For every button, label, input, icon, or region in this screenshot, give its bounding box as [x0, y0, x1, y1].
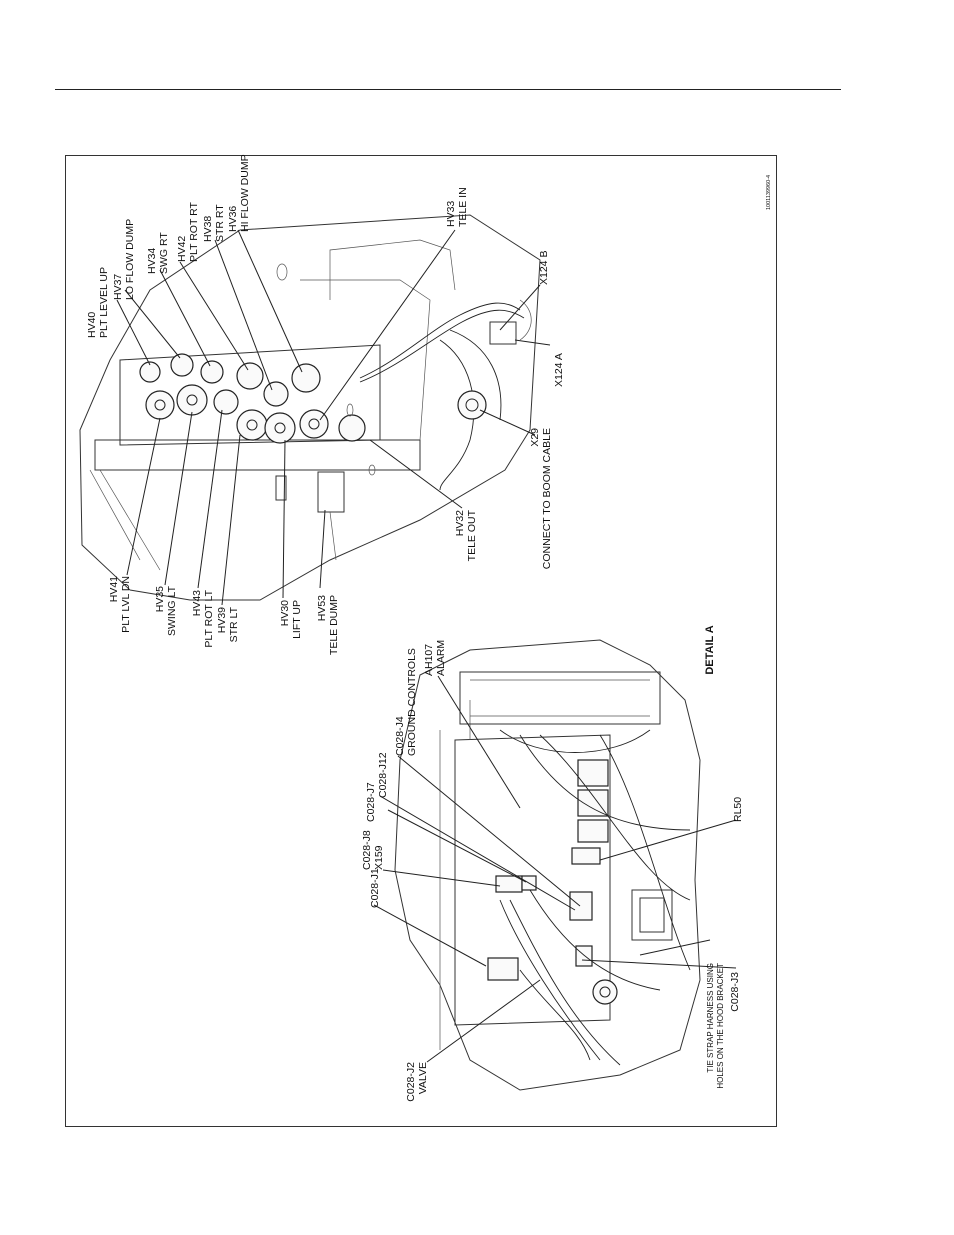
ground-control-view: [394, 639, 701, 1091]
connector-c028-j1: [487, 957, 519, 981]
coil-hv41: [145, 390, 175, 420]
coil-hv43: [213, 389, 239, 415]
detail-title: DETAIL A: [704, 625, 716, 674]
label-hv41: HV41PLT LVL DN: [108, 576, 132, 633]
label-x124a: X124 A: [553, 353, 565, 387]
connector-c028-j12: [569, 891, 593, 921]
label-hv40: HV40PLT LEVEL UP: [86, 267, 110, 338]
coil-hv35: [176, 384, 208, 416]
label-rl50: RL50: [732, 797, 744, 822]
figure-code: 1001139960-4: [766, 175, 772, 210]
coil-hv36: [291, 363, 321, 393]
lower-view-outline: [394, 639, 701, 1091]
label-c028j12: C028-J12: [377, 752, 389, 798]
label-hv32: HV32TELE OUT: [454, 509, 478, 561]
label-hv37: HV37LO FLOW DUMP: [112, 219, 136, 300]
lower-leaders: [373, 675, 737, 1063]
coil-hv33: [299, 409, 329, 439]
coil-hv34: [200, 360, 224, 384]
harness-upper: [359, 302, 521, 379]
control-box-panel: [454, 734, 611, 1026]
label-c028j7: C028-J7: [365, 782, 377, 822]
header-rule: [55, 89, 841, 90]
ground-controls-box: [459, 671, 661, 725]
label-tie-strap-note: TIE STRAP HARNESS USINGHOLES ON THE HOOD…: [706, 963, 725, 1089]
label-hv53: HV53TELE DUMP: [316, 595, 340, 655]
label-c028j2: C028-J2VALVE: [405, 1062, 429, 1102]
connector-c028-j3: [575, 945, 593, 967]
connector-hv53: [317, 471, 345, 513]
label-hv34: HV34SWG RT: [146, 232, 170, 274]
coil-hv37: [170, 353, 194, 377]
coil-hv38: [263, 381, 289, 407]
coil-hv30: [264, 412, 296, 444]
label-c028j3: C028-J3: [729, 972, 741, 1012]
coil-hv42: [236, 362, 264, 390]
label-c028j1: C028-J1: [369, 868, 381, 908]
upper-view-outline: [79, 214, 541, 601]
coil-hv40: [139, 361, 161, 383]
label-hv39: HV39STR LT: [216, 606, 240, 642]
label-ah107: AH107ALARM: [423, 640, 447, 676]
connector-x29: [457, 390, 487, 420]
mounting-plate: [94, 439, 421, 471]
valve-block-view: [79, 214, 541, 601]
coil-hv32: [338, 414, 366, 442]
label-x29: X29CONNECT TO BOOM CABLE: [529, 428, 553, 569]
label-hv42: HV42PLT ROT RT: [176, 202, 200, 262]
label-hv43: HV43PLT ROT LT: [191, 589, 215, 647]
connector-x124: [489, 321, 517, 345]
harness-lower: [499, 729, 651, 753]
label-c028j4: C028-J4GROUND CONTROLS: [394, 648, 418, 756]
valve-manifold: [119, 344, 381, 446]
label-hv38: HV38STR RT: [202, 204, 226, 242]
relay-rl50: [571, 847, 601, 865]
coil-hv39: [236, 409, 268, 441]
upper-leaders: [116, 229, 551, 606]
label-hv36: HV36HI FLOW DUMP: [227, 154, 251, 232]
label-hv30: HV30LIFT UP: [279, 600, 303, 639]
label-c028j8: C028-J8X159: [361, 830, 385, 870]
label-hv35: HV35SWING LT: [154, 585, 178, 636]
label-x124b: X124 B: [538, 251, 550, 285]
label-hv33: HV33TELE IN: [445, 187, 469, 227]
figure-frame: [65, 155, 777, 1127]
